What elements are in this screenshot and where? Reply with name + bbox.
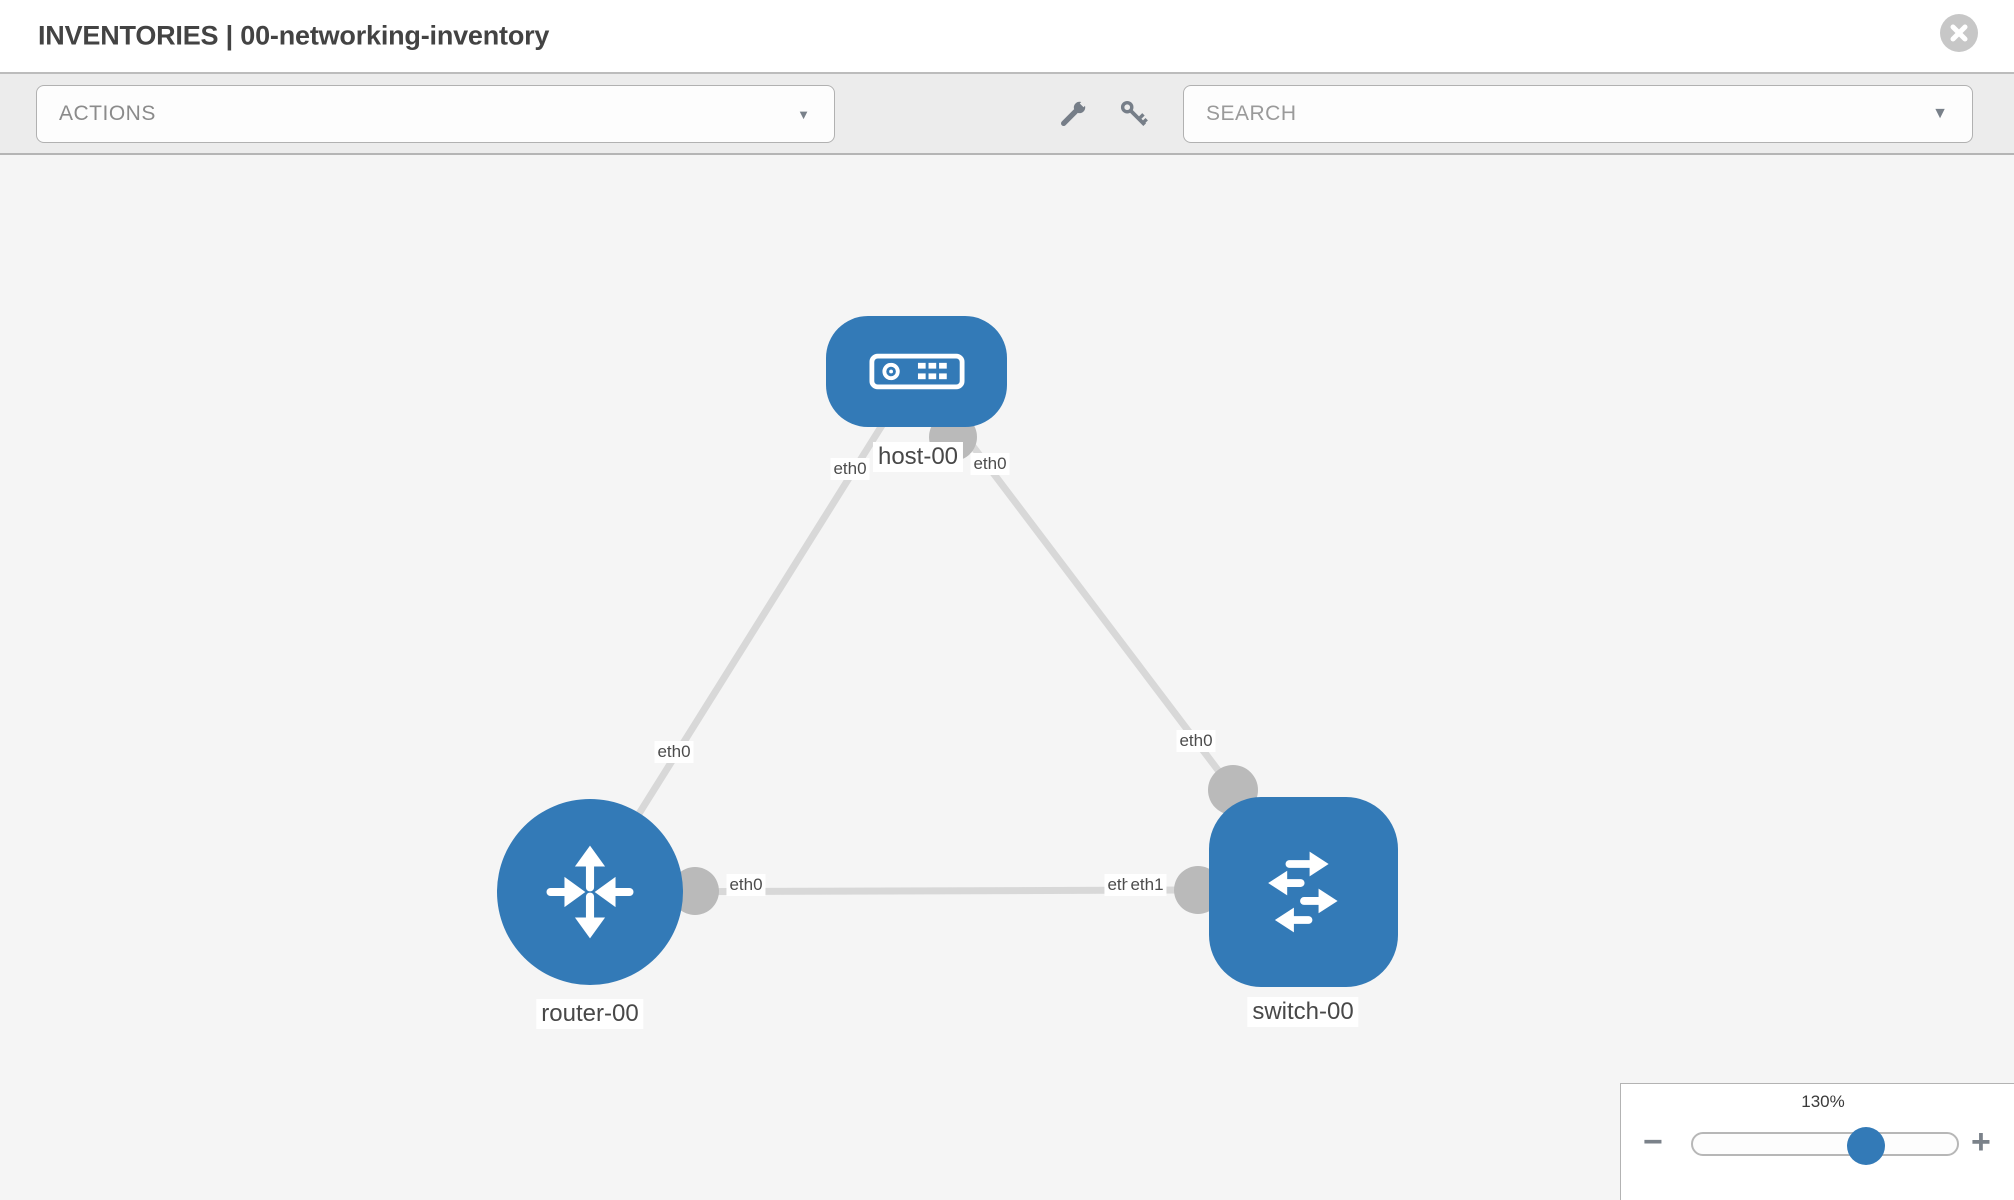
topology-links-layer [587, 368, 1258, 915]
node-router-00[interactable] [497, 799, 683, 985]
zoom-slider-thumb[interactable] [1847, 1127, 1885, 1165]
page-title: INVENTORIES | 00-networking-inventory [38, 20, 550, 51]
close-icon [1950, 24, 1968, 42]
iface-label: eth0 [970, 453, 1010, 475]
switch-icon [1267, 851, 1338, 933]
wrench-icon [1061, 98, 1089, 126]
search-placeholder: SEARCH [1206, 102, 1297, 125]
key-button[interactable] [1113, 93, 1157, 137]
header-bar: INVENTORIES | 00-networking-inventory [0, 0, 2014, 72]
node-switch-00[interactable] [1209, 797, 1398, 987]
close-button[interactable] [1940, 14, 1978, 52]
node-label-switch: switch-00 [1247, 997, 1359, 1027]
wrench-button[interactable] [1050, 93, 1094, 137]
zoom-level-value: 130% [1801, 1092, 1845, 1111]
actions-dropdown[interactable]: ACTIONS ▼ [36, 85, 835, 143]
chevron-down-icon: ▼ [797, 106, 810, 122]
toolbar: ACTIONS ▼ SEARCH ▼ [0, 72, 2014, 155]
zoom-slider-track[interactable] [1691, 1127, 1959, 1165]
iface-label: eth1 [1127, 874, 1167, 896]
link-router-host[interactable] [587, 369, 919, 894]
node-label-host: host-00 [872, 442, 964, 472]
zoom-out-button[interactable]: − [1643, 1123, 1663, 1161]
port-circle-router [671, 867, 719, 915]
iface-label: eth0 [654, 741, 694, 763]
iface-label: eth0 [830, 458, 870, 480]
search-dropdown[interactable]: SEARCH ▼ [1183, 85, 1973, 143]
iface-label: eth0 [1176, 730, 1216, 752]
topology-canvas[interactable]: host-00 router-00 switch-00 eth0 eth0 et… [0, 155, 2014, 1200]
key-icon [1120, 100, 1148, 127]
chevron-down-icon: ▼ [1932, 105, 1948, 122]
actions-dropdown-label: ACTIONS [59, 102, 156, 125]
zoom-control-panel: 130% − + [1620, 1083, 2014, 1200]
router-icon [546, 845, 634, 939]
node-host-00[interactable] [826, 316, 1007, 427]
zoom-in-button[interactable]: + [1971, 1123, 1991, 1161]
iface-label: eth0 [726, 874, 766, 896]
host-icon [868, 353, 965, 390]
node-label-router: router-00 [536, 999, 644, 1029]
